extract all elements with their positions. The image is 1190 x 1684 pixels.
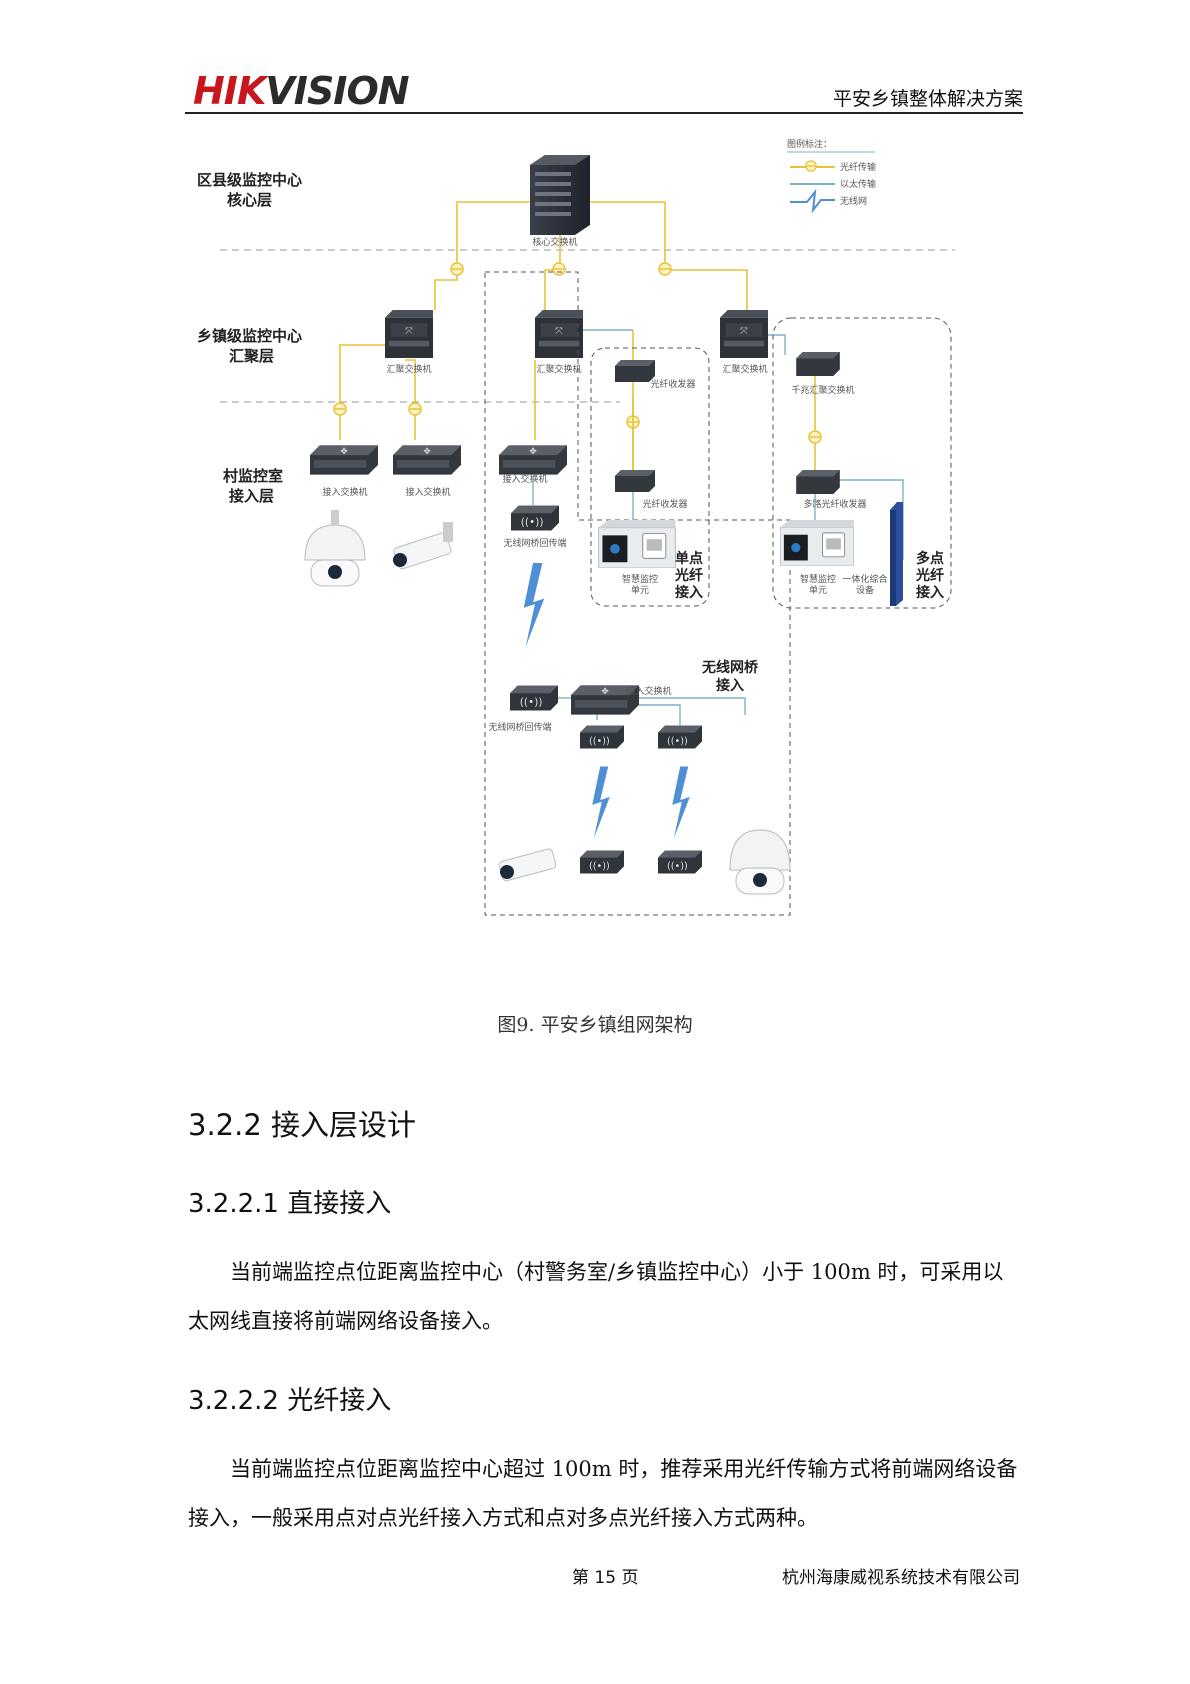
bridge-2-label: 无线网桥回传端	[488, 721, 551, 733]
subsection-heading-2: 3.2.2.2 光纤接入	[188, 1386, 392, 1416]
bridge-4	[658, 725, 702, 749]
paragraph-direct-access: 当前端监控点位距离监控中心（村警务室/乡镇监控中心）小于 100m 时，可采用以…	[188, 1260, 1004, 1333]
core-switch: 核心交换机	[530, 155, 590, 248]
network-architecture-diagram: ⤧ ✥ ((•))	[197, 138, 955, 916]
smart-unit-1: 智慧监控 单元	[598, 520, 676, 596]
fiber-tx-2-label: 光纤收发器	[642, 498, 687, 510]
fiber-transceiver-1: 光纤收发器	[615, 360, 696, 390]
access-switch-1-label: 接入交换机	[322, 486, 367, 498]
access-switch-3: 接入交换机	[499, 445, 567, 485]
bullet-camera-2	[498, 848, 557, 882]
core-layer-label-2: 核心层	[227, 191, 272, 209]
access-layer-label-2: 接入层	[229, 487, 274, 505]
svg-text:无线网桥: 无线网桥	[701, 659, 759, 676]
access-switch-4: 接入交换机	[571, 685, 672, 715]
legend-wireless: 无线网	[840, 195, 867, 207]
bullet-camera	[393, 522, 453, 570]
svg-text:智慧监控: 智慧监控	[622, 573, 658, 585]
agg-switch-1: 汇聚交换机	[385, 310, 433, 375]
wireless-link-1	[523, 563, 545, 647]
company-name: 杭州海康威视系统技术有限公司	[782, 1568, 1020, 1588]
bridge-5	[580, 850, 624, 874]
fiber-tx-1-label: 光纤收发器	[650, 378, 695, 390]
diagram-legend: 图例标注： 光纤传输 以太传输 无线网	[787, 138, 876, 214]
svg-text:单元: 单元	[631, 584, 649, 596]
agg-switch-3: 汇聚交换机	[720, 310, 768, 375]
dome-camera-2	[729, 829, 791, 895]
bridge-3	[580, 725, 624, 749]
gigabit-agg-label: 千兆汇聚交换机	[791, 384, 854, 396]
legend-ethernet: 以太传输	[840, 178, 876, 190]
svg-text:设备: 设备	[856, 584, 874, 596]
bridge-2: 无线网桥回传端	[488, 685, 558, 733]
bridge-1: 无线网桥回传端	[503, 505, 567, 549]
multi-fiber-transceiver: 多路光纤收发器	[796, 470, 867, 510]
agg-switch-2: 汇聚交换机	[535, 310, 583, 375]
access-layer-label-1: 村监控室	[223, 467, 283, 485]
figure-caption: 图9. 平安乡镇组网架构	[497, 1014, 693, 1036]
svg-text:光纤: 光纤	[915, 567, 944, 584]
agg-switch-3-label: 汇聚交换机	[722, 363, 767, 375]
access-switch-2: 接入交换机	[393, 445, 461, 498]
legend-fiber: 光纤传输	[840, 161, 876, 173]
agg-switch-1-label: 汇聚交换机	[386, 363, 431, 375]
svg-text:单元: 单元	[809, 584, 827, 596]
wireless-link-3	[672, 766, 690, 839]
single-fiber-group	[590, 347, 710, 607]
integrated-device: 一体化综合 设备	[842, 502, 903, 606]
svg-text:多点: 多点	[916, 550, 944, 567]
hikvision-logo: HIKVISION	[193, 69, 410, 113]
access-switch-4-label: 接入交换机	[626, 685, 671, 697]
svg-text:接入: 接入	[916, 584, 944, 601]
multi-fiber-label: 多路光纤收发器	[803, 498, 866, 510]
access-switch-1: 接入交换机	[310, 445, 378, 498]
bridge-1-label: 无线网桥回传端	[503, 537, 566, 549]
agg-switch-2-label: 汇聚交换机	[536, 363, 581, 375]
agg-layer-label-1: 乡镇级监控中心	[197, 327, 302, 345]
page-header: HIKVISION 平安乡镇整体解决方案	[185, 70, 1023, 114]
svg-text:光纤: 光纤	[674, 567, 703, 584]
core-switch-label: 核心交换机	[532, 236, 577, 248]
single-fiber-label: 单点 光纤 接入	[674, 550, 703, 601]
dome-camera	[304, 510, 366, 587]
multi-fiber-group	[772, 317, 952, 609]
legend-title: 图例标注：	[787, 138, 832, 150]
agg-layer-label-2: 汇聚层	[229, 347, 274, 365]
svg-text:单点: 单点	[675, 550, 703, 567]
gigabit-agg-switch: 千兆汇聚交换机	[791, 352, 855, 396]
access-switch-3-label: 接入交换机	[502, 473, 547, 485]
page-number: 第 15 页	[572, 1568, 639, 1588]
smart-unit-2: 智慧监控 单元	[780, 520, 854, 596]
wireless-link-2	[592, 766, 610, 839]
fiber-transceiver-2: 光纤收发器	[615, 470, 688, 510]
svg-text:接入: 接入	[675, 584, 703, 601]
multi-fiber-label: 多点 光纤 接入	[915, 550, 944, 601]
access-switch-2-label: 接入交换机	[405, 486, 450, 498]
svg-text:一体化综合: 一体化综合	[842, 573, 887, 585]
paragraph-fiber-access: 当前端监控点位距离监控中心超过 100m 时，推荐采用光纤传输方式将前端网络设备…	[188, 1457, 1018, 1530]
wireless-group-label: 无线网桥 接入	[701, 659, 759, 694]
svg-text:接入: 接入	[716, 677, 744, 694]
subsection-heading-1: 3.2.2.1 直接接入	[188, 1189, 392, 1219]
svg-text:智慧监控: 智慧监控	[800, 573, 836, 585]
document-title: 平安乡镇整体解决方案	[832, 88, 1023, 110]
bridge-6	[658, 850, 702, 874]
section-heading: 3.2.2 接入层设计	[188, 1108, 417, 1142]
core-layer-label-1: 区县级监控中心	[197, 171, 302, 189]
